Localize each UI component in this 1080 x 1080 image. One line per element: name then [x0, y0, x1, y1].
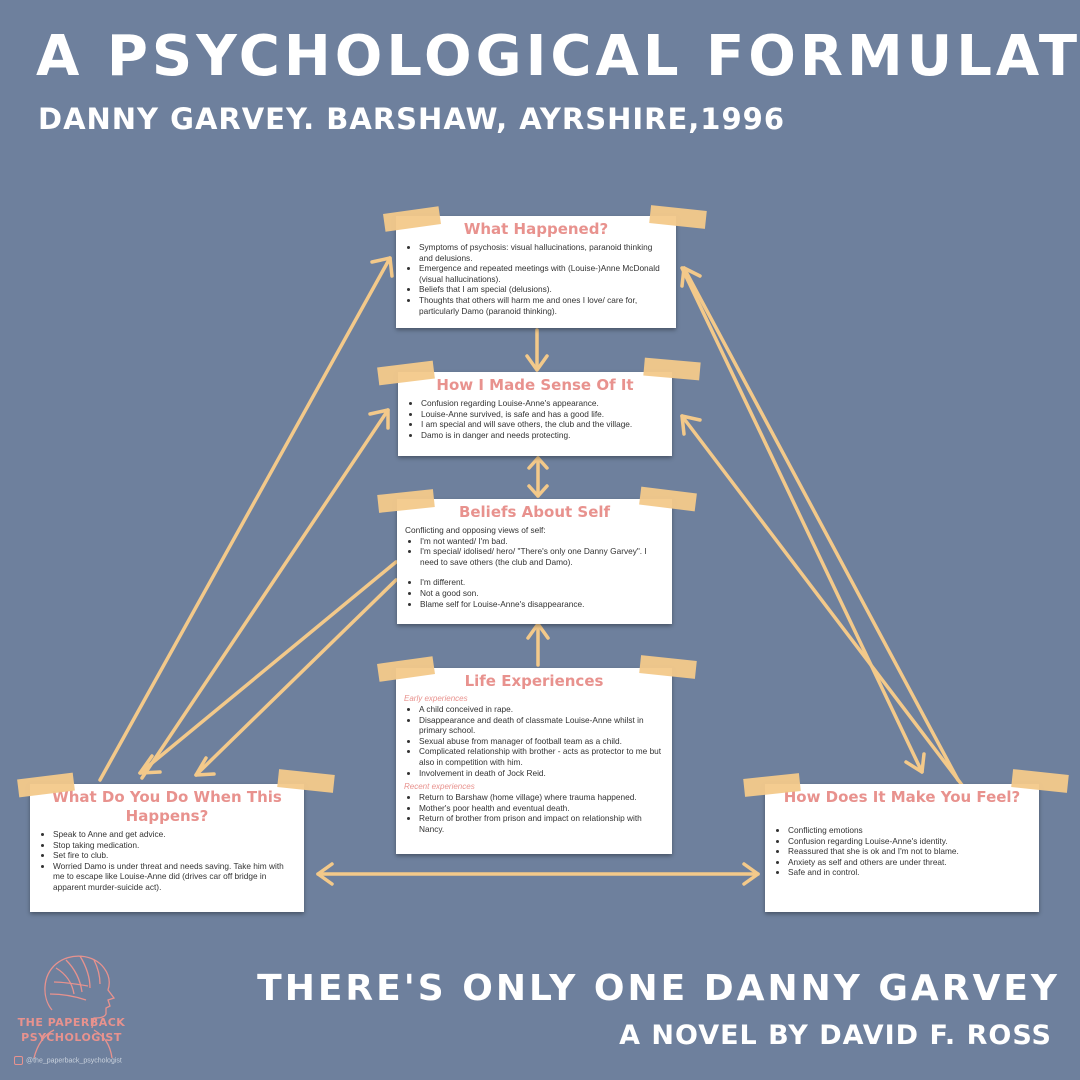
instagram-icon: [14, 1056, 23, 1065]
arrowhead-happened-to-sense: [525, 354, 549, 372]
arrowhead-feel-to-sense: [680, 414, 702, 436]
arrowhead-do-left: [316, 862, 334, 886]
arrowhead-sense-up: [527, 456, 549, 470]
list-item: Speak to Anne and get advice.: [53, 829, 296, 840]
page-subtitle: DANNY GARVEY. BARSHAW, AYRSHIRE,1996: [38, 102, 786, 136]
logo-line-1: THE PAPERBACK: [17, 1016, 126, 1029]
recent-experiences-label: Recent experiences: [404, 782, 475, 792]
list-item: Thoughts that others will harm me and on…: [419, 295, 668, 316]
card-beliefs-about-self: Beliefs About Self Conflicting and oppos…: [397, 499, 672, 624]
arrowhead-beliefs-to-do-a: [138, 754, 162, 775]
beliefs-intro: Conflicting and opposing views of self:: [405, 525, 546, 535]
card-life-experiences: Life Experiences Early experiences A chi…: [396, 668, 672, 854]
card-how-does-it-feel: How Does It Make You Feel? Conflicting e…: [765, 784, 1039, 912]
list-item: Emergence and repeated meetings with (Lo…: [419, 263, 668, 284]
logo-wordmark: THE PAPERBACK PSYCHOLOGIST: [14, 1015, 129, 1045]
arrowhead-sense-to-do: [194, 756, 216, 777]
list-item: Louise-Anne survived, is safe and has a …: [421, 409, 664, 420]
bullet-list: Symptoms of psychosis: visual hallucinat…: [404, 242, 668, 316]
bullet-list: Confusion regarding Louise-Anne's appear…: [406, 398, 664, 440]
card-what-happened: What Happened? Symptoms of psychosis: vi…: [396, 216, 676, 328]
list-item: Confusion regarding Louise-Anne's appear…: [421, 398, 664, 409]
card-made-sense: How I Made Sense Of It Confusion regardi…: [398, 372, 672, 456]
list-item: I'm special/ idolised/ hero/ "There's on…: [420, 546, 664, 567]
arrowhead-do-to-happened: [370, 256, 394, 278]
list-item: Mother's poor health and eventual death.: [419, 803, 664, 814]
card-what-do-you-do: What Do You Do When This Happens? Speak …: [30, 784, 304, 912]
bullet-list: Speak to Anne and get advice. Stop takin…: [38, 829, 296, 893]
card-title: What Do You Do When This Happens?: [52, 788, 282, 825]
list-item: Stop taking medication.: [53, 840, 296, 851]
list-item: Confusion regarding Louise-Anne's identi…: [788, 836, 1031, 847]
list-item: Beliefs that I am special (delusions).: [419, 284, 668, 295]
card-title: What Happened?: [463, 220, 609, 238]
list-item: Symptoms of psychosis: visual hallucinat…: [419, 242, 668, 263]
list-item: Disappearance and death of classmate Lou…: [419, 715, 664, 736]
arrow-feel-to-happened: [682, 266, 960, 782]
arrowhead-do-to-sense: [368, 408, 390, 430]
arrow-sense-to-do: [194, 578, 398, 777]
arrow-feel-to-sense: [680, 414, 964, 787]
arrow-do-to-sense: [140, 408, 390, 780]
list-item: I'm different.: [420, 577, 664, 588]
bullet-list: Return to Barshaw (home village) where t…: [404, 792, 664, 834]
early-experiences-label: Early experiences: [404, 694, 468, 703]
list-item: Return to Barshaw (home village) where t…: [419, 792, 664, 803]
bullet-list: Conflicting emotions Confusion regarding…: [773, 825, 1031, 878]
list-item: I'm not wanted/ I'm bad.: [420, 536, 664, 547]
book-author: A NOVEL BY DAVID F. ROSS: [619, 1020, 1052, 1051]
list-item: Sexual abuse from manager of football te…: [419, 736, 664, 747]
arrowhead-beliefs-down: [527, 484, 549, 498]
list-item: Involvement in death of Jock Reid.: [419, 768, 664, 779]
bullet-list: I'm not wanted/ I'm bad. I'm special/ id…: [405, 536, 664, 568]
list-item: Not a good son.: [420, 588, 664, 599]
arrow-happened-to-feel: [680, 266, 924, 774]
bullet-list: I'm different. Not a good son. Blame sel…: [405, 577, 664, 609]
arrowhead-feel-to-happened: [680, 266, 702, 288]
list-item: Anxiety as self and others are under thr…: [788, 857, 1031, 868]
card-title: How Does It Make You Feel?: [783, 788, 1021, 806]
brain-head-logo-icon: [33, 955, 116, 1059]
card-title: How I Made Sense Of It: [436, 376, 634, 394]
logo-line-2: PSYCHOLOGIST: [21, 1031, 122, 1044]
list-item: Damo is in danger and needs protecting.: [421, 430, 664, 441]
arrow-do-to-happened: [98, 256, 392, 782]
arrowhead-feel-right: [742, 862, 760, 886]
list-item: I am special and will save others, the c…: [421, 419, 664, 430]
list-item: Blame self for Louise-Anne's disappearan…: [420, 599, 664, 610]
page-title: A PSYCHOLOGICAL FORMULATION: [36, 24, 1080, 89]
card-title: Life Experiences: [464, 672, 604, 690]
arrowhead-life-to-beliefs: [526, 622, 550, 640]
list-item: Set fire to club.: [53, 850, 296, 861]
list-item: Worried Damo is under threat and needs s…: [53, 861, 296, 893]
list-gap: [405, 567, 664, 577]
arrow-beliefs-to-do: [138, 560, 398, 775]
card-title: Beliefs About Self: [458, 503, 611, 521]
bullet-list: A child conceived in rape. Disappearance…: [404, 704, 664, 778]
list-item: A child conceived in rape.: [419, 704, 664, 715]
list-item: Safe and in control.: [788, 867, 1031, 878]
list-item: Conflicting emotions: [788, 825, 1031, 836]
handle-text: @the_paperback_psychologist: [26, 1057, 122, 1065]
book-title: THERE'S ONLY ONE DANNY GARVEY: [257, 968, 1060, 1009]
instagram-handle: @the_paperback_psychologist: [14, 1056, 122, 1065]
list-item: Reassured that she is ok and I'm not to …: [788, 846, 1031, 857]
list-item: Complicated relationship with brother - …: [419, 746, 664, 767]
arrowhead-happened-to-feel: [904, 752, 926, 774]
list-item: Return of brother from prison and impact…: [419, 813, 664, 834]
